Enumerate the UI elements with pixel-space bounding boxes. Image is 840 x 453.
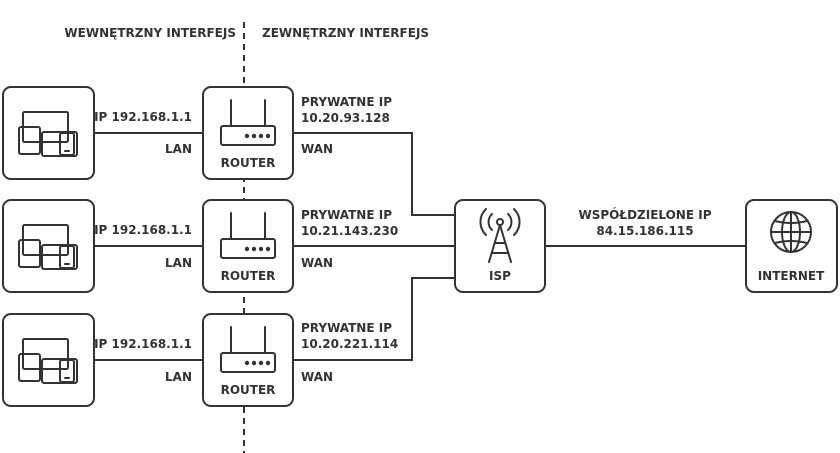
device-node-1 [2, 86, 95, 180]
antenna-icon [479, 208, 521, 263]
private-ip-2: 10.21.143.230 [301, 224, 398, 238]
globe-icon [770, 211, 812, 253]
private-ip-1: 10.20.93.128 [301, 111, 390, 125]
wan-label-1: WAN [301, 142, 333, 156]
wan-link-3 [293, 277, 455, 361]
router-label-2: ROUTER [221, 269, 276, 283]
shared-ip-value: 84.15.186.115 [596, 224, 693, 238]
wan-label-2: WAN [301, 256, 333, 270]
lan-label-1: LAN [165, 142, 192, 156]
lan-ip-label-3: IP 192.168.1.1 [94, 337, 192, 351]
lan-label-2: LAN [165, 256, 192, 270]
router-label-1: ROUTER [221, 156, 276, 170]
lan-ip-label-1: IP 192.168.1.1 [94, 110, 192, 124]
private-ip-title-1: PRYWATNE IP [301, 95, 392, 109]
isp-node: ISP [454, 199, 546, 293]
internal-interface-header: WEWNĘTRZNY INTERFEJS [64, 26, 236, 40]
router-icon [220, 212, 276, 259]
wan-link-1 [293, 132, 455, 216]
private-ip-title-3: PRYWATNE IP [301, 321, 392, 335]
private-ip-3: 10.20.221.114 [301, 337, 398, 351]
shared-ip-title: WSPÓŁDZIELONE IP [578, 207, 711, 222]
internet-label: INTERNET [758, 269, 825, 283]
router-icon [220, 99, 276, 146]
devices-icon [18, 338, 78, 384]
wan-label-3: WAN [301, 370, 333, 384]
isp-label: ISP [489, 269, 511, 283]
lan-label-3: LAN [165, 370, 192, 384]
internet-node: INTERNET [745, 199, 838, 293]
router-icon [220, 326, 276, 373]
devices-icon [18, 111, 78, 157]
router-label-3: ROUTER [221, 383, 276, 397]
device-node-3 [2, 313, 95, 407]
router-node-2: ROUTER [202, 199, 294, 293]
router-node-1: ROUTER [202, 86, 294, 180]
private-ip-title-2: PRYWATNE IP [301, 208, 392, 222]
external-interface-header: ZEWNĘTRZNY INTERFEJS [262, 26, 429, 40]
lan-ip-label-2: IP 192.168.1.1 [94, 223, 192, 237]
device-node-2 [2, 199, 95, 293]
router-node-3: ROUTER [202, 313, 294, 407]
devices-icon [18, 224, 78, 270]
